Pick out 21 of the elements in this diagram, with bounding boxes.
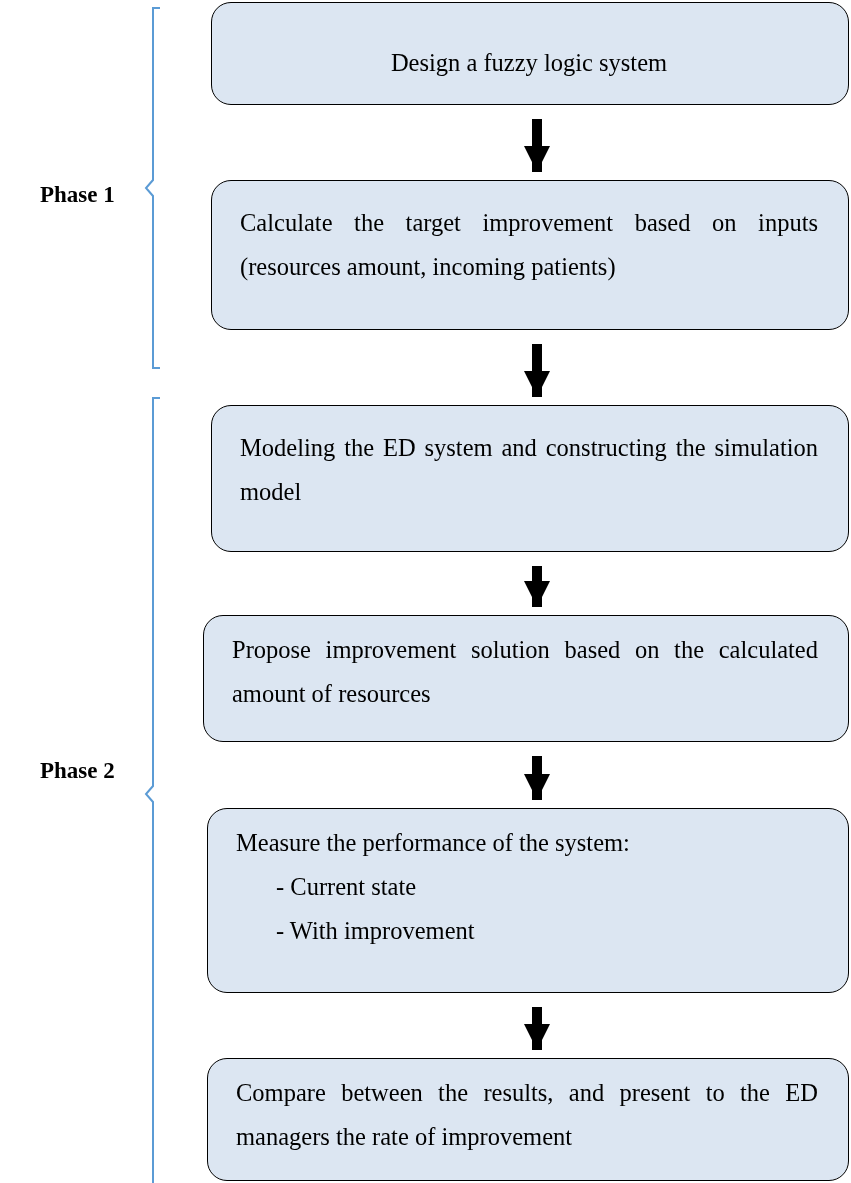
step-text: Propose improvement solution based on the calculated amount of resources xyxy=(232,635,818,709)
step-text: Compare between the results, and present to the ED managers the rate of improvement xyxy=(236,1078,818,1152)
arrow xyxy=(524,756,550,800)
process-box xyxy=(211,2,849,105)
process-box xyxy=(207,1058,849,1181)
arrow xyxy=(524,1007,550,1050)
step-text: Measure the performance of the system: xyxy=(236,828,631,858)
phase-label: Phase 2 xyxy=(40,758,115,784)
step-text: - Current state xyxy=(275,872,418,902)
step-text: - With improvement xyxy=(275,916,476,946)
process-box xyxy=(211,405,849,552)
step-text: Modeling the ED system and constructing the simulation model xyxy=(240,433,818,507)
process-box xyxy=(203,615,849,742)
arrow xyxy=(524,119,550,172)
phase-label: Phase 1 xyxy=(40,182,115,208)
step-text: Design a fuzzy logic system xyxy=(389,48,669,78)
step-text: Calculate the target improvement based on inputs (resources amount, incoming patients) xyxy=(240,208,818,283)
process-box xyxy=(207,808,849,993)
process-box xyxy=(211,180,849,330)
arrow xyxy=(524,344,550,397)
arrow xyxy=(524,566,550,607)
